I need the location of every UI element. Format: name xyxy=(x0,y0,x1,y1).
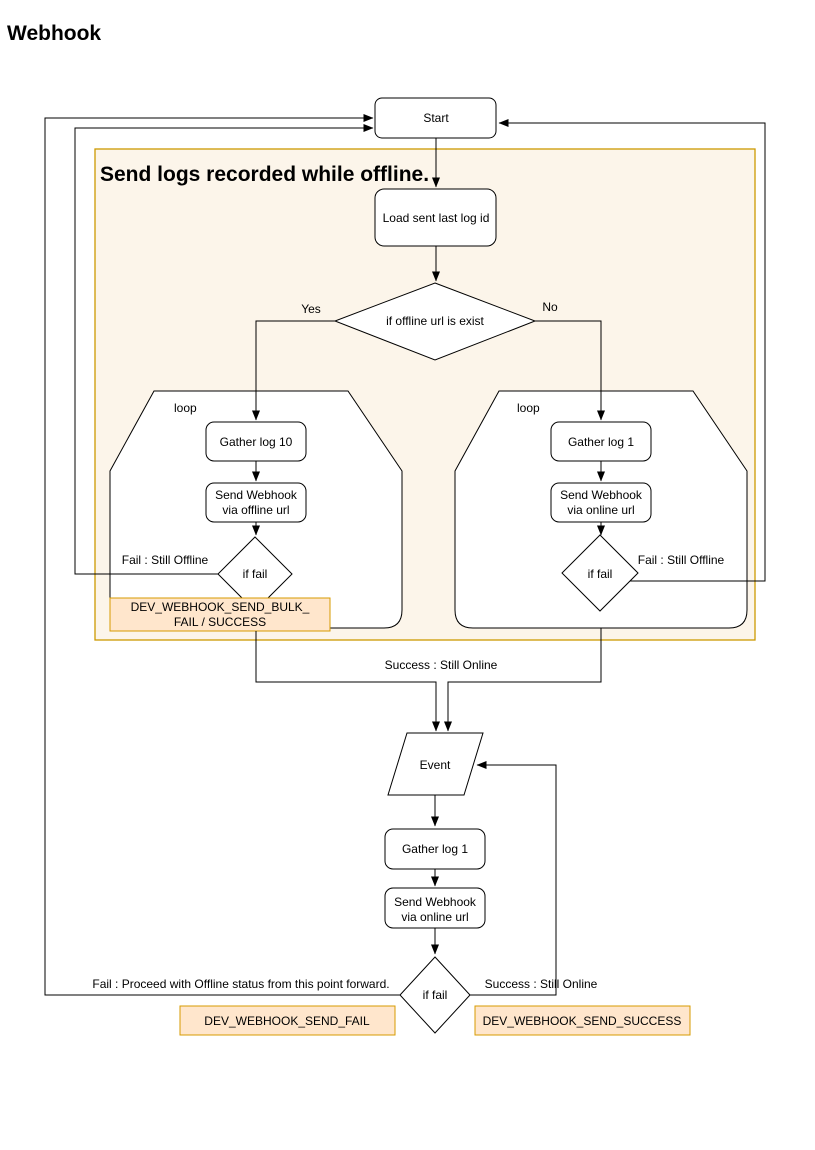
node-load-last-log-id-label: Load sent last log id xyxy=(383,211,490,225)
node-start xyxy=(374,97,497,139)
decision-offline-url-exist xyxy=(333,282,537,361)
node-gather-log-1-right xyxy=(550,421,652,462)
edge-label-yes: Yes xyxy=(301,302,321,316)
node-gather-log-1-bottom-label: Gather log 1 xyxy=(402,842,468,856)
node-send-webhook-online-right-line1: Send Webhook xyxy=(560,488,643,502)
decision-if-fail-right-label: if fail xyxy=(588,567,613,581)
node-gather-log-10-label: Gather log 10 xyxy=(220,435,293,449)
edge-label-fail-still-offline-right: Fail : Still Offline xyxy=(638,553,725,567)
decision-offline-url-exist-label: if offline url is exist xyxy=(386,314,484,328)
edge-label-success-still-online-mid: Success : Still Online xyxy=(385,658,498,672)
page-title: Webhook xyxy=(7,22,101,45)
node-send-webhook-online-right xyxy=(550,482,652,523)
node-event-label: Event xyxy=(420,758,451,772)
event-tag-send-success-label: DEV_WEBHOOK_SEND_SUCCESS xyxy=(483,1014,682,1028)
node-send-webhook-offline-line2: via offline url xyxy=(222,503,289,517)
edge-label-success-still-online-bottom: Success : Still Online xyxy=(485,977,598,991)
decision-if-fail-right xyxy=(561,534,639,612)
edge-decision-yes xyxy=(252,320,335,421)
edge-bottomfail-to-start xyxy=(44,114,400,996)
edge-decision-no xyxy=(535,320,605,421)
event-tag-send-bulk xyxy=(109,597,331,632)
decision-if-fail-left-label: if fail xyxy=(243,567,268,581)
edge-rightfail-to-start xyxy=(498,119,766,582)
edge-leftfail-to-start xyxy=(74,124,374,575)
node-send-webhook-online-bottom-line2: via online url xyxy=(401,910,468,924)
edge-leftloop-to-event xyxy=(255,631,440,732)
node-send-webhook-online-right-line2: via online url xyxy=(567,503,634,517)
event-tag-send-success xyxy=(474,1005,691,1036)
node-gather-log-1-right-label: Gather log 1 xyxy=(568,435,634,449)
node-send-webhook-online-bottom-line1: Send Webhook xyxy=(394,895,477,909)
event-tag-send-fail-label: DEV_WEBHOOK_SEND_FAIL xyxy=(204,1014,370,1028)
edge-label-fail-still-offline-left: Fail : Still Offline xyxy=(122,553,209,567)
event-tag-send-bulk-line1: DEV_WEBHOOK_SEND_BULK_ xyxy=(131,600,310,614)
node-event xyxy=(387,732,484,796)
offline-logs-group-title: Send logs recorded while offline. xyxy=(100,163,429,186)
node-gather-log-1-bottom xyxy=(384,828,486,870)
node-load-last-log-id xyxy=(374,188,497,247)
event-tag-send-fail xyxy=(179,1005,396,1036)
right-loop-label: loop xyxy=(517,401,540,415)
edge-label-no: No xyxy=(542,300,558,314)
node-send-webhook-online-bottom xyxy=(384,887,486,929)
decision-if-fail-bottom-label: if fail xyxy=(423,988,448,1002)
left-loop-label: loop xyxy=(174,401,197,415)
event-tag-send-bulk-line2: FAIL / SUCCESS xyxy=(174,615,266,629)
node-send-webhook-offline-line1: Send Webhook xyxy=(215,488,298,502)
node-start-label: Start xyxy=(423,111,449,125)
decision-if-fail-bottom xyxy=(399,956,471,1034)
node-gather-log-10 xyxy=(205,421,307,462)
edge-bottomsuccess-to-event xyxy=(470,761,557,996)
edge-rightloop-to-event xyxy=(444,628,602,732)
edge-label-fail-forward: Fail : Proceed with Offline status from … xyxy=(92,977,389,991)
node-send-webhook-offline xyxy=(205,482,307,523)
